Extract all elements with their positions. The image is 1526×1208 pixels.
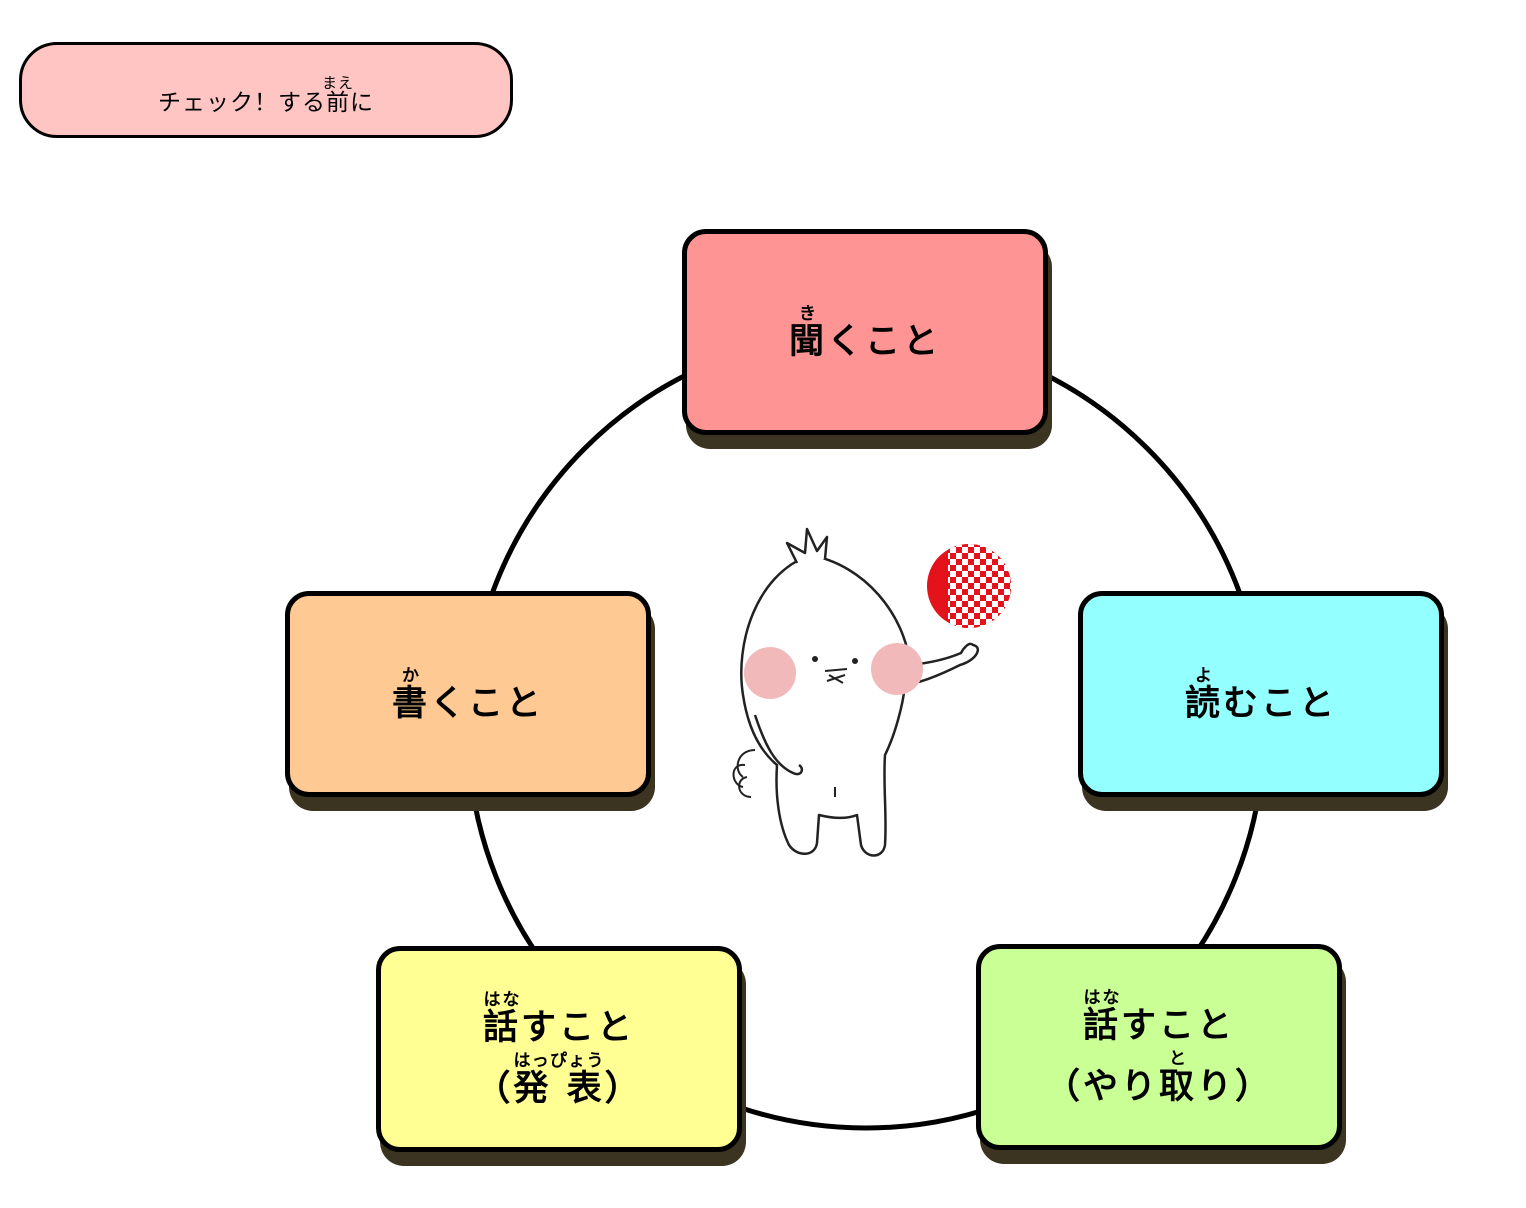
card-listening[interactable]: 聞きくこと <box>682 229 1048 435</box>
card-speaking-presentation-sublabel: （発 表はっぴょう） <box>475 1051 643 1109</box>
card-speaking-interaction-label: 話はなすこと <box>1082 988 1236 1047</box>
mascot-illustration <box>732 527 980 857</box>
card-speaking-presentation[interactable]: 話はなすこと （発 表はっぴょう） <box>376 946 742 1152</box>
card-listening-label: 聞きくこと <box>788 303 942 362</box>
checkered-ball-logo <box>927 544 1011 628</box>
card-writing-label: 書かくこと <box>391 665 545 724</box>
card-writing[interactable]: 書かくこと <box>285 591 651 797</box>
card-speaking-interaction[interactable]: 話はなすこと （やり取とり） <box>976 944 1342 1150</box>
card-reading[interactable]: 読よむこと <box>1078 591 1444 797</box>
check-before-label: チェック！する前まえに <box>157 73 374 116</box>
card-speaking-interaction-sublabel: （やり取とり） <box>1044 1049 1274 1107</box>
card-reading-label: 読よむこと <box>1184 665 1338 724</box>
card-speaking-presentation-label: 話はなすこと <box>482 990 636 1049</box>
check-before-button[interactable]: チェック！する前まえに <box>19 42 513 138</box>
